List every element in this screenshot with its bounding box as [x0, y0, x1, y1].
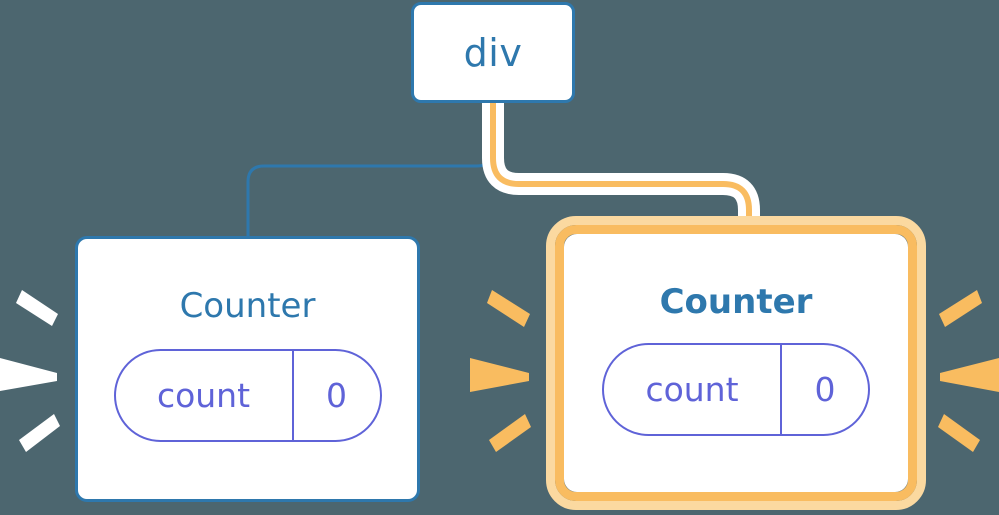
state-pill-counter-left-key: count — [116, 351, 294, 440]
node-div-label: div — [463, 30, 523, 75]
state-pill-counter-left-value: 0 — [326, 376, 347, 415]
node-counter-left-title: Counter — [179, 286, 316, 326]
state-pill-counter-right-key: count — [604, 345, 782, 434]
sparkle-right-left-side-icon — [470, 290, 531, 452]
node-counter-left[interactable]: Counter count 0 — [75, 236, 420, 502]
state-pill-counter-right-value: 0 — [814, 370, 836, 409]
sparkle-left-outer-icon — [0, 290, 60, 452]
node-counter-right-title: Counter — [659, 282, 813, 322]
edge-div-to-counter-left — [246, 101, 495, 238]
state-pill-counter-right[interactable]: count 0 — [602, 343, 870, 436]
node-div[interactable]: div — [411, 2, 575, 103]
sparkle-right-right-side-icon — [938, 290, 999, 452]
node-counter-right[interactable]: Counter count 0 — [564, 234, 908, 492]
node-counter-right-glow: Counter count 0 — [546, 216, 926, 510]
state-pill-counter-left[interactable]: count 0 — [113, 349, 382, 442]
